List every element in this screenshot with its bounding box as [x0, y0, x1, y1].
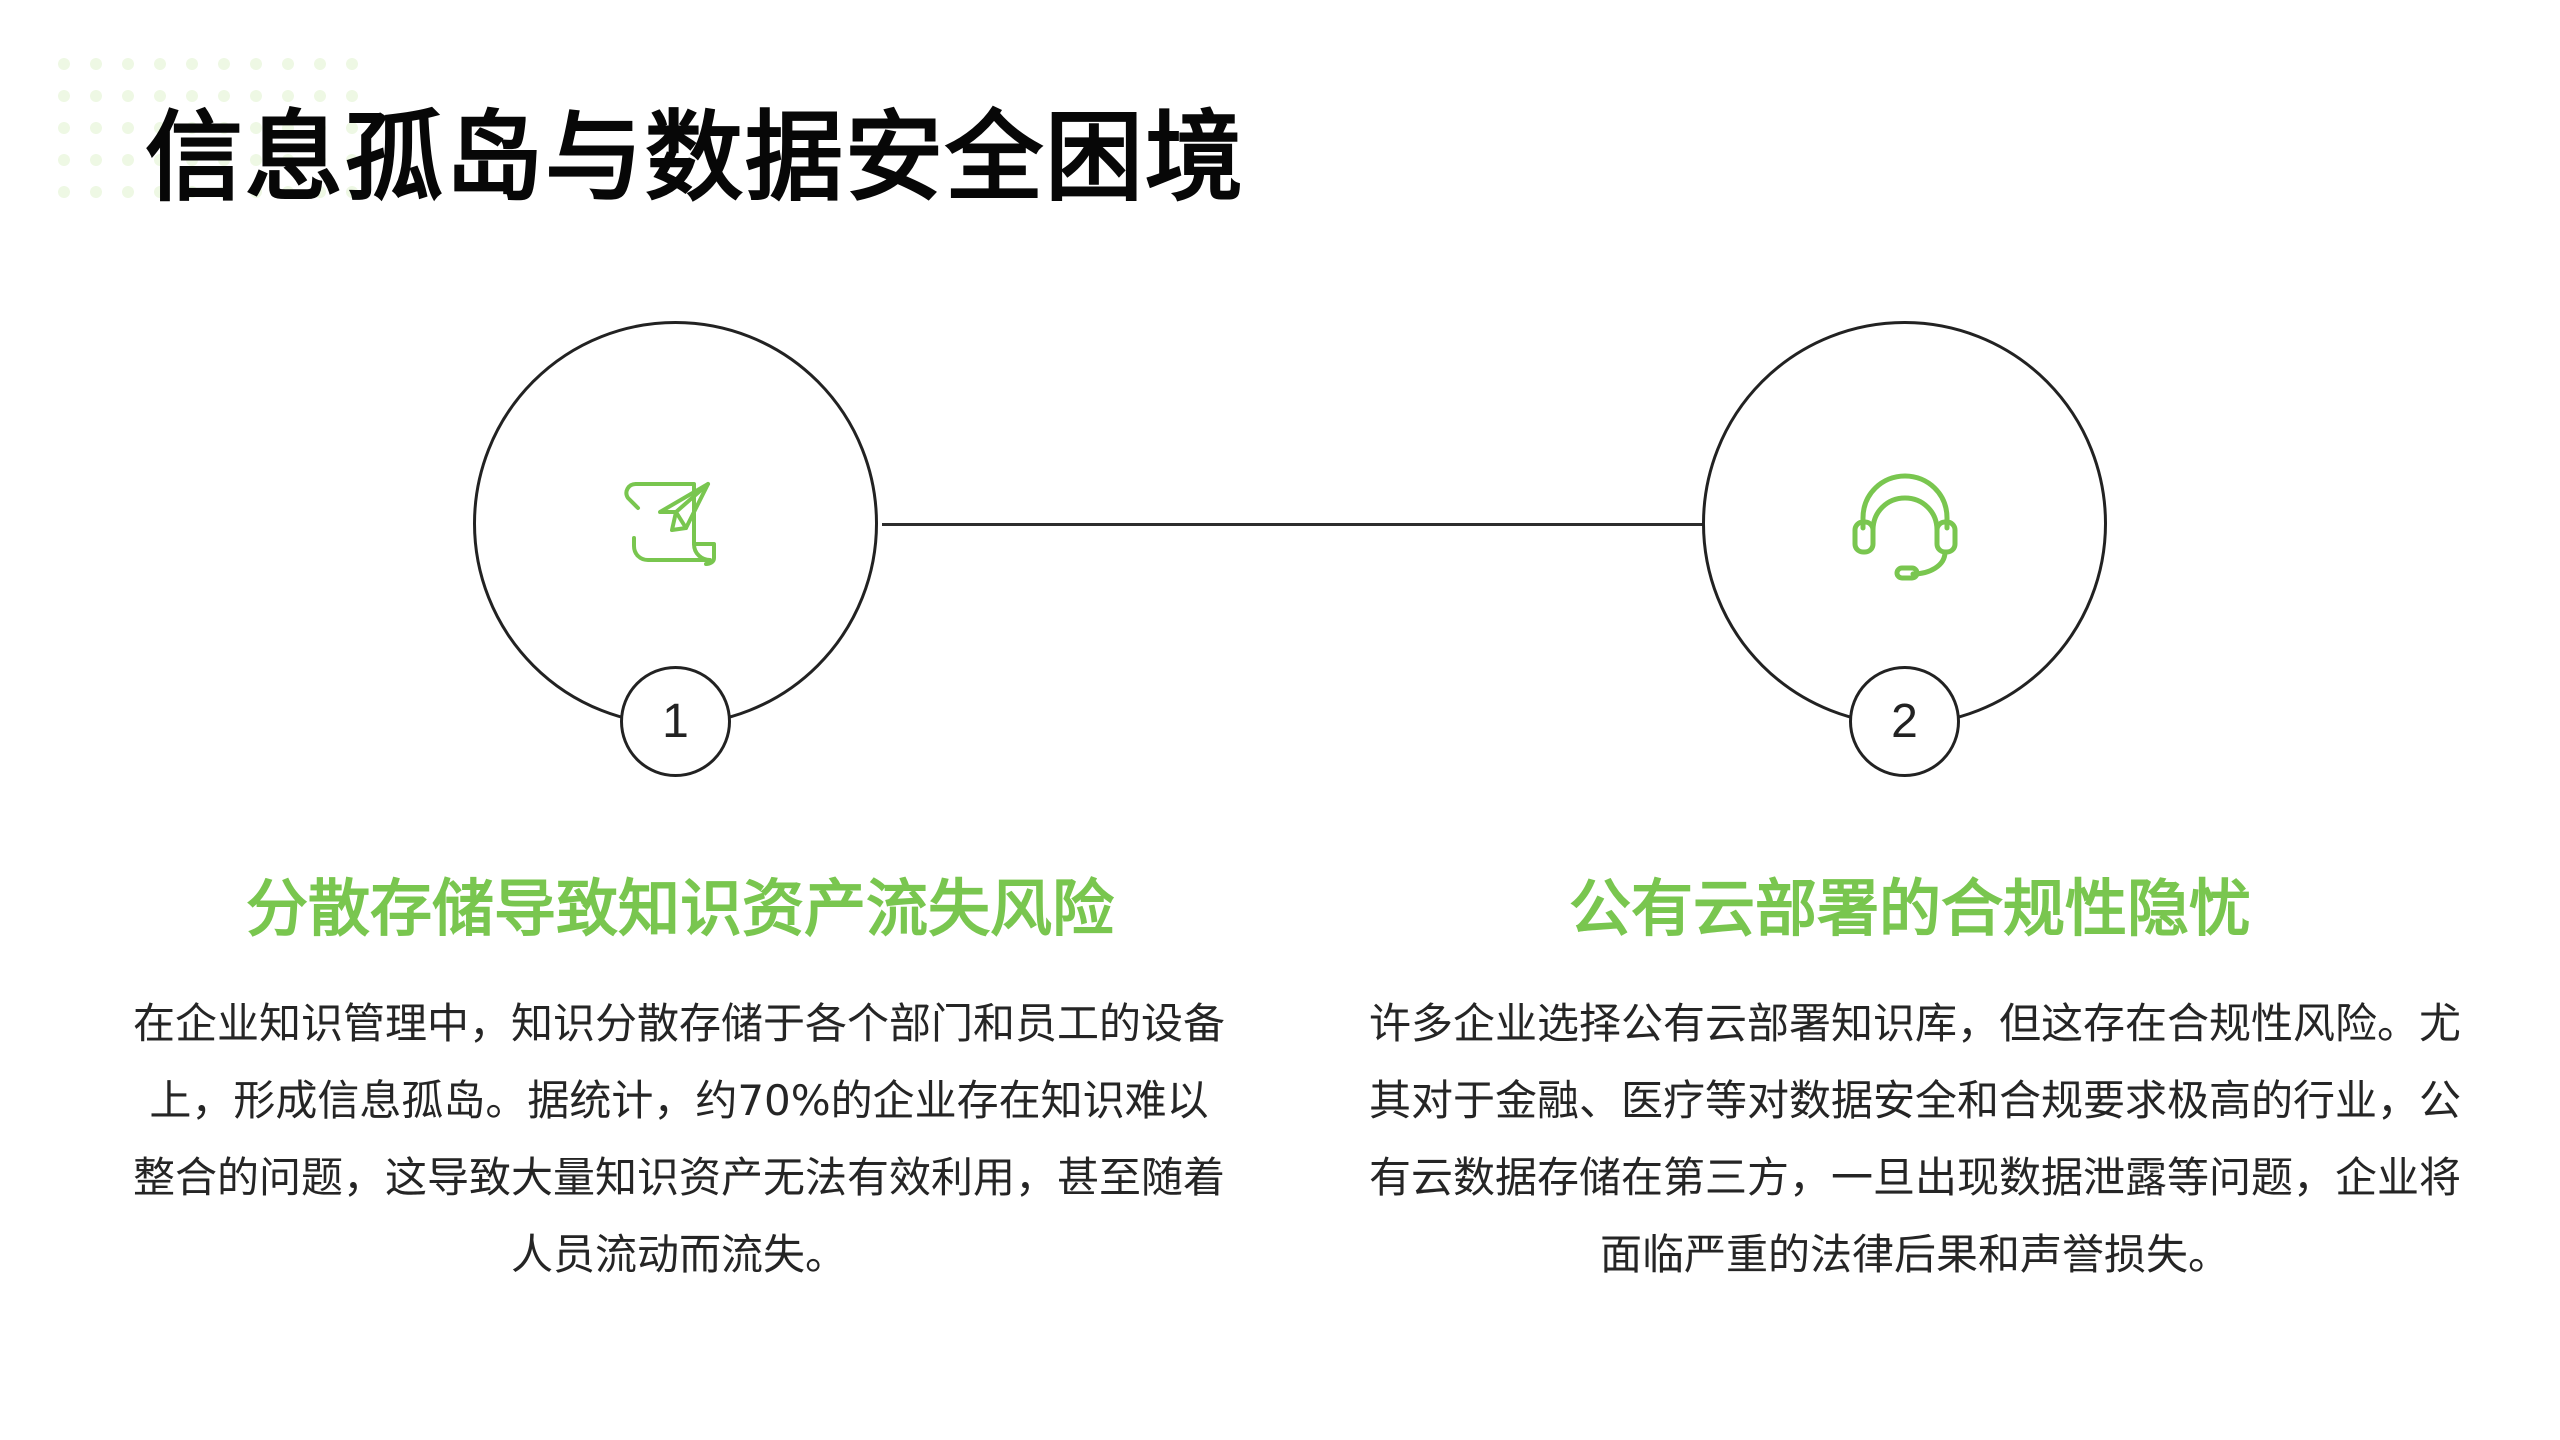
decorative-dot — [218, 58, 230, 70]
decorative-dot — [218, 154, 230, 166]
decorative-dot — [282, 90, 294, 102]
decorative-dot — [282, 186, 294, 198]
step-1-heading: 分散存储导致知识资产流失风险 — [245, 872, 1114, 945]
decorative-dot — [122, 122, 134, 134]
step-2-description: 许多企业选择公有云部署知识库，但这存在合规性风险。尤其对于金融、医疗等对数据安全… — [1368, 999, 2461, 1279]
decorative-dot — [346, 186, 358, 198]
decorative-dot — [250, 154, 262, 166]
timeline-connector — [882, 523, 1708, 526]
decorative-dot — [58, 154, 70, 166]
decorative-dot — [346, 154, 358, 166]
decorative-dot — [282, 122, 294, 134]
decorative-dot — [154, 186, 166, 198]
decorative-dot — [154, 90, 166, 102]
decorative-dot — [186, 186, 198, 198]
decorative-dot — [346, 58, 358, 70]
decorative-dot — [90, 58, 102, 70]
decorative-dot — [250, 186, 262, 198]
decorative-dot — [154, 154, 166, 166]
decorative-dot — [314, 186, 326, 198]
decorative-dot — [122, 90, 134, 102]
decorative-dot — [58, 90, 70, 102]
decorative-dot — [346, 90, 358, 102]
decorative-dot — [90, 154, 102, 166]
decorative-dot — [90, 186, 102, 198]
step-1-number: 1 — [620, 666, 731, 777]
decorative-dot — [314, 90, 326, 102]
decorative-dot — [186, 58, 198, 70]
decorative-dot — [90, 122, 102, 134]
step-1-circle — [473, 321, 878, 726]
decorative-dot — [186, 122, 198, 134]
decorative-dot — [218, 90, 230, 102]
decorative-dot — [154, 122, 166, 134]
decorative-dot-grid — [48, 48, 358, 218]
decorative-dot — [218, 122, 230, 134]
decorative-dot — [314, 154, 326, 166]
step-2-number: 2 — [1849, 666, 1960, 777]
decorative-dot — [122, 58, 134, 70]
decorative-dot — [58, 58, 70, 70]
decorative-dot — [154, 58, 166, 70]
step-2-circle — [1702, 321, 2107, 726]
step-2-heading: 公有云部署的合规性隐忧 — [1568, 872, 2251, 945]
decorative-dot — [250, 90, 262, 102]
decorative-dot — [314, 122, 326, 134]
decorative-dot — [346, 122, 358, 134]
decorative-dot — [186, 154, 198, 166]
step-1-description: 在企业知识管理中，知识分散存储于各个部门和员工的设备上，形成信息孤岛。据统计，约… — [132, 999, 1225, 1279]
scroll-with-paper-plane-icon — [616, 462, 736, 582]
decorative-dot — [186, 90, 198, 102]
page-title: 信息孤岛与数据安全困境 — [145, 101, 1246, 215]
decorative-dot — [282, 154, 294, 166]
decorative-dot — [250, 58, 262, 70]
decorative-dot — [314, 58, 326, 70]
decorative-dot — [282, 58, 294, 70]
decorative-dot — [122, 186, 134, 198]
decorative-dot — [58, 186, 70, 198]
decorative-dot — [122, 154, 134, 166]
decorative-dot — [58, 122, 70, 134]
decorative-dot — [250, 122, 262, 134]
headset-icon — [1845, 462, 1965, 582]
decorative-dot — [90, 90, 102, 102]
decorative-dot — [218, 186, 230, 198]
